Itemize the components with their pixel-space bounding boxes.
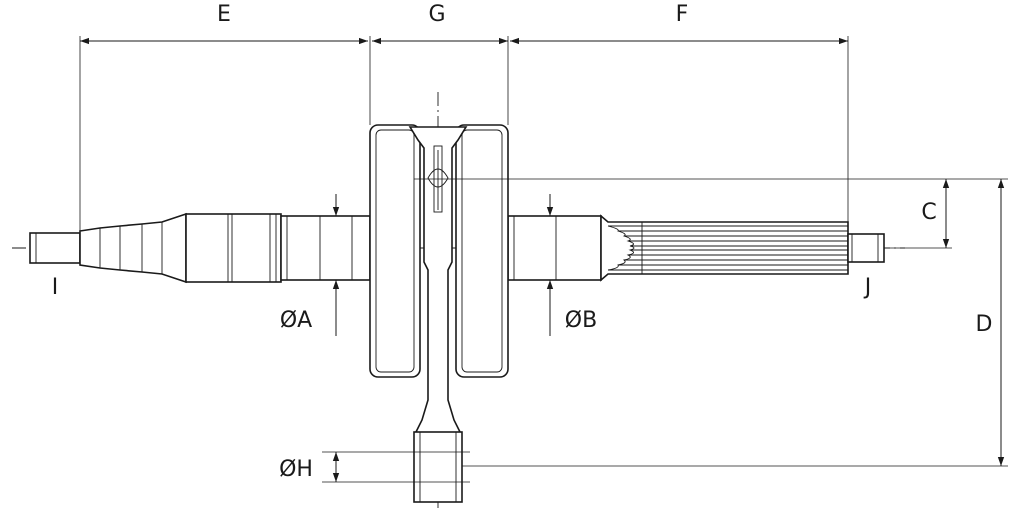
spline-grooves bbox=[607, 222, 848, 274]
right-flywheel bbox=[455, 124, 509, 378]
dimension-H: ØH bbox=[279, 451, 470, 483]
right-shaft bbox=[507, 214, 885, 282]
label-C: C bbox=[921, 200, 936, 225]
label-D: D bbox=[976, 312, 993, 337]
left-flywheel bbox=[369, 124, 421, 378]
label-E: E bbox=[217, 2, 231, 27]
dimension-A: ØA bbox=[280, 194, 340, 336]
label-B: ØB bbox=[565, 308, 597, 333]
dimension-F: F bbox=[510, 2, 849, 222]
dimension-G: G bbox=[372, 2, 509, 125]
dimension-B: ØB bbox=[546, 194, 597, 336]
label-J: J bbox=[863, 275, 872, 300]
dimension-E: E bbox=[79, 2, 371, 231]
left-shaft bbox=[29, 212, 371, 284]
label-A: ØA bbox=[280, 308, 312, 333]
dimension-C: C bbox=[414, 178, 1008, 249]
label-F: F bbox=[676, 2, 689, 27]
connecting-rod bbox=[408, 126, 468, 503]
label-H: ØH bbox=[279, 457, 313, 482]
label-G: G bbox=[428, 2, 445, 27]
label-I: I bbox=[52, 275, 59, 300]
dimension-D: D bbox=[462, 179, 1008, 467]
